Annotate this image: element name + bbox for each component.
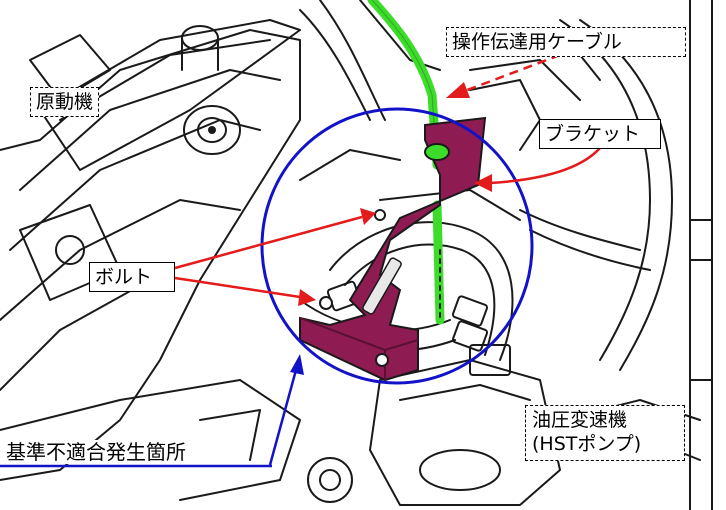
label-operating-cable: 操作伝達用ケーブル [446, 27, 686, 57]
label-engine: 原動機 [30, 87, 100, 117]
bracket-pointer-arrow [474, 147, 601, 192]
bolt-pointer-arrows [174, 208, 376, 306]
label-hst: 油圧変速機 [532, 409, 628, 431]
bracket-part [299, 116, 487, 382]
label-hst-pump: (HSTポンプ) [532, 433, 642, 455]
highlight-circle [260, 107, 534, 385]
label-bolt: ボルト [89, 262, 175, 292]
label-nonconformity: 基準不適合発生箇所 [4, 440, 188, 464]
label-bracket: ブラケット [539, 119, 661, 149]
cable-pointer-arrow [446, 53, 561, 98]
nonconformity-pointer [0, 354, 304, 468]
operating-cable [367, 0, 445, 325]
label-hst-box: 油圧変速機 (HSTポンプ) [525, 405, 685, 461]
